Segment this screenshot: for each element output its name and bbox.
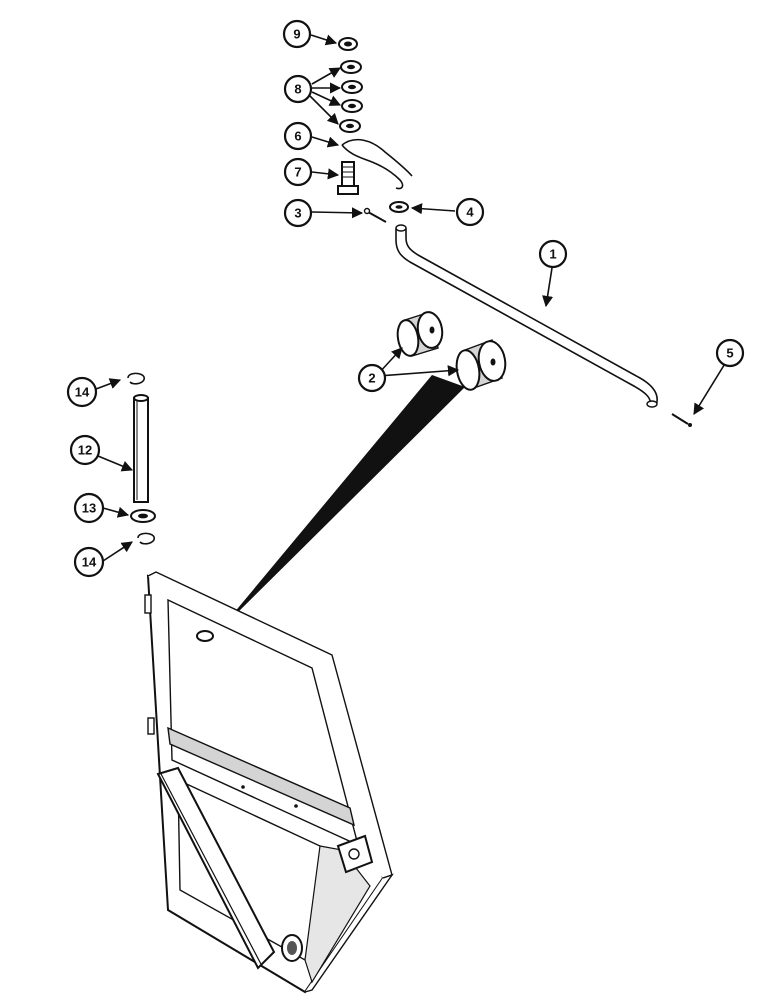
callout-label: 12 xyxy=(78,443,92,458)
callout-12: 12 xyxy=(69,434,101,466)
callout-label: 14 xyxy=(75,385,90,400)
projection-wedge xyxy=(218,375,465,632)
support-rod-part xyxy=(395,224,658,408)
snap-ring-lower-part xyxy=(137,532,155,545)
callout-label: 1 xyxy=(549,247,556,262)
callout-1: 1 xyxy=(538,239,568,269)
callout-3: 3 xyxy=(283,198,313,228)
hair-pin-clip-part xyxy=(341,138,413,190)
callout-label: 3 xyxy=(294,206,301,221)
door-frame-part xyxy=(144,571,394,994)
callout-label: 9 xyxy=(293,27,300,42)
roller-bushing-lower xyxy=(455,339,507,391)
callout-5: 5 xyxy=(715,338,745,368)
callout-label: 2 xyxy=(368,371,375,386)
callout-8: 8 xyxy=(283,74,313,104)
callout-label: 13 xyxy=(82,501,96,516)
callout-label: 4 xyxy=(466,205,474,220)
leader-lines xyxy=(95,34,727,562)
callout-6: 6 xyxy=(283,121,313,151)
callout-label: 8 xyxy=(294,82,301,97)
hinge-pin-part xyxy=(133,394,149,503)
callout-4: 4 xyxy=(455,197,485,227)
callout-9: 9 xyxy=(282,19,312,49)
callout-label: 14 xyxy=(82,555,97,570)
cotter-pin-part xyxy=(363,207,387,223)
callout-14-lower: 14 xyxy=(73,546,105,578)
callout-13: 13 xyxy=(73,492,105,524)
flat-washer-part xyxy=(389,201,409,213)
washer-stack-part xyxy=(339,60,363,133)
cap-nut-part xyxy=(338,37,358,51)
callout-2: 2 xyxy=(357,363,387,393)
callout-label: 6 xyxy=(294,129,301,144)
bolt-part xyxy=(337,161,359,195)
end-pin-part xyxy=(671,413,692,427)
callout-label: 5 xyxy=(726,346,733,361)
callout-label: 7 xyxy=(294,165,301,180)
snap-ring-upper-part xyxy=(127,372,145,385)
callout-7: 7 xyxy=(283,157,313,187)
hinge-washer-part xyxy=(130,509,156,523)
roller-bushing-upper xyxy=(396,311,444,357)
callout-14-upper: 14 xyxy=(66,376,98,408)
